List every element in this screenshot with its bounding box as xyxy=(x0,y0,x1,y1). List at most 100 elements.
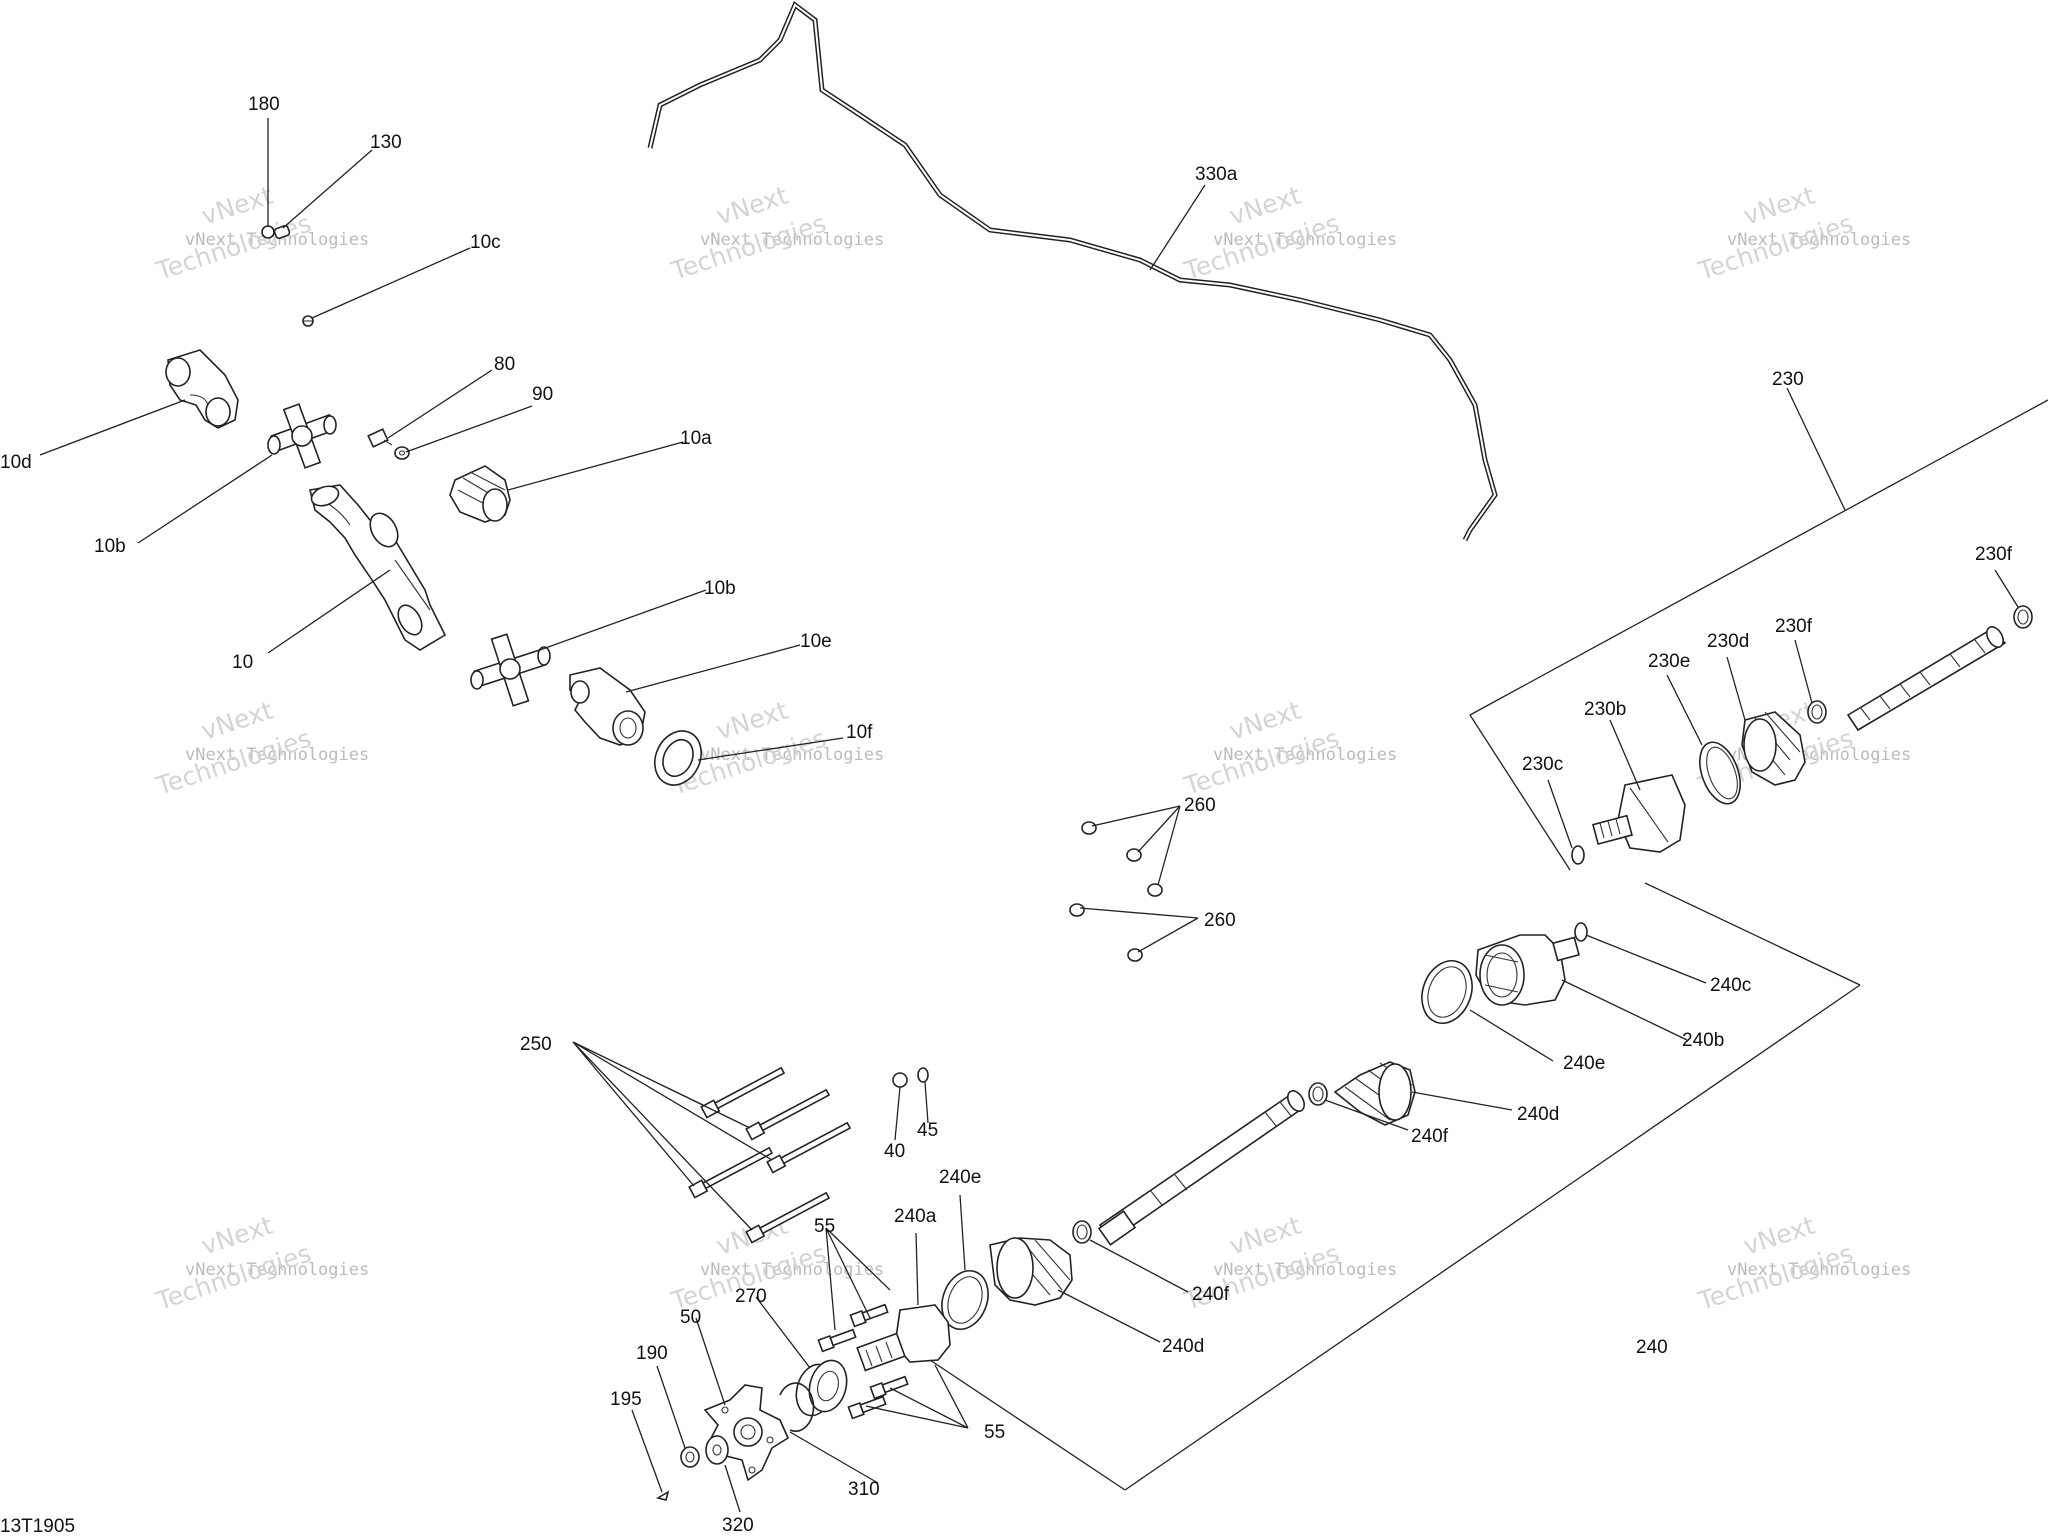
callout-240c: 240c xyxy=(1710,975,1751,996)
boot-230d xyxy=(1741,711,1806,786)
callout-230: 230 xyxy=(1772,369,1804,390)
washer-320 xyxy=(705,1435,729,1465)
axle-assembly-240 xyxy=(856,882,1861,1491)
svg-text:vNext Technologies: vNext Technologies xyxy=(185,745,369,765)
cv-joint-240b xyxy=(1475,934,1580,1006)
clip-240c xyxy=(1574,922,1588,942)
callout-320: 320 xyxy=(722,1515,754,1536)
callout-270: 270 xyxy=(735,1286,767,1307)
callout-240b: 240b xyxy=(1682,1030,1724,1051)
shaft-230 xyxy=(1846,626,2007,732)
bolts-250 xyxy=(688,1066,852,1244)
yoke-10e xyxy=(569,667,646,746)
nut-40 xyxy=(892,1072,908,1088)
clip-230f-right xyxy=(2013,605,2033,629)
svg-text:vNext Technologies: vNext Technologies xyxy=(700,230,884,250)
band-240e-right xyxy=(1421,960,1473,1024)
callout-240a: 240a xyxy=(894,1206,937,1227)
callout-195: 195 xyxy=(610,1389,642,1410)
driveshaft-10 xyxy=(309,484,447,651)
callout-10f: 10f xyxy=(846,722,873,743)
callout-240e-left: 240e xyxy=(939,1167,981,1188)
callout-10a: 10a xyxy=(680,428,712,449)
boot-240d-right xyxy=(1333,1061,1416,1126)
watermark-9: vNext vNext Technologies Technologies xyxy=(152,1210,369,1316)
callout-240d-left: 240d xyxy=(1162,1336,1204,1357)
washer-45 xyxy=(917,1067,929,1083)
driveshaft-assembly xyxy=(165,224,702,786)
callout-230f-right: 230f xyxy=(1975,544,2013,565)
clip-230c xyxy=(1571,845,1585,865)
callout-230f-mid: 230f xyxy=(1775,616,1813,637)
svg-text:vNext Technologies: vNext Technologies xyxy=(1727,1260,1911,1280)
leader-lines xyxy=(39,118,2019,1513)
callout-230d: 230d xyxy=(1707,631,1749,652)
callout-10c: 10c xyxy=(470,232,501,253)
ujoint-10b-top xyxy=(267,403,337,469)
watermark-1: vNext vNext Technologies Technologies xyxy=(152,180,369,286)
callout-260-bot: 260 xyxy=(1204,910,1236,931)
callout-45: 45 xyxy=(917,1120,938,1141)
bolts-55 xyxy=(817,1303,909,1420)
boot-240d-left xyxy=(989,1237,1073,1306)
clip-240f-left xyxy=(1072,1220,1092,1244)
callout-90: 90 xyxy=(532,384,553,405)
hub-50 xyxy=(703,1384,790,1482)
callout-labels: 180 130 10c 80 90 10a 10d 10b 10 10b 10e… xyxy=(0,94,2013,1536)
bearing-270 xyxy=(795,1359,848,1417)
grease-fitting-10c xyxy=(302,315,314,327)
band-240e-left xyxy=(941,1270,989,1330)
yoke-10d xyxy=(165,349,239,429)
circlip-310 xyxy=(779,1382,815,1432)
watermark-2: vNext vNext Technologies Technologies xyxy=(667,180,884,286)
callout-240e-right: 240e xyxy=(1563,1053,1605,1074)
callout-55-top: 55 xyxy=(814,1216,835,1237)
watermarks: vNext vNext Technologies Technologies vN… xyxy=(152,180,1911,1316)
callout-230c: 230c xyxy=(1522,754,1563,775)
axle-assembly-230 xyxy=(1469,399,2048,871)
brake-line-330a xyxy=(647,1,1498,542)
washer-90 xyxy=(394,446,410,460)
watermark-7: vNext vNext Technologies Technologies xyxy=(1180,695,1397,801)
callout-240f-right: 240f xyxy=(1411,1126,1449,1147)
callout-330a: 330a xyxy=(1195,164,1238,185)
callout-230b: 230b xyxy=(1584,699,1626,720)
watermark-3: vNext vNext Technologies Technologies xyxy=(1180,180,1397,286)
svg-text:vNext Technologies: vNext Technologies xyxy=(700,1260,884,1280)
nut-190 xyxy=(680,1446,700,1468)
callout-55-bot: 55 xyxy=(984,1422,1005,1443)
cv-joint-240a xyxy=(856,1304,951,1372)
callout-190: 190 xyxy=(636,1343,668,1364)
callout-10e: 10e xyxy=(800,631,832,652)
boot-10a xyxy=(449,465,511,523)
callout-10b-mid: 10b xyxy=(704,578,736,599)
callout-240d-right: 240d xyxy=(1517,1104,1559,1125)
svg-text:vNext Technologies: vNext Technologies xyxy=(700,745,884,765)
svg-text:vNext Technologies: vNext Technologies xyxy=(1213,230,1397,250)
ujoint-10b-mid xyxy=(470,633,551,707)
svg-text:vNext Technologies: vNext Technologies xyxy=(1727,230,1911,250)
svg-text:vNext Technologies: vNext Technologies xyxy=(1213,1260,1397,1280)
callout-10d: 10d xyxy=(0,452,32,473)
callout-260-top: 260 xyxy=(1184,795,1216,816)
callout-130: 130 xyxy=(370,132,402,153)
callout-80: 80 xyxy=(494,354,515,375)
callout-310: 310 xyxy=(848,1479,880,1500)
callout-50: 50 xyxy=(680,1307,701,1328)
seal-10f xyxy=(654,730,702,786)
shaft-240 xyxy=(1097,1090,1305,1246)
clip-240f-right xyxy=(1308,1082,1328,1106)
cotter-pin-195 xyxy=(655,1490,670,1501)
svg-text:vNext Technologies: vNext Technologies xyxy=(185,1260,369,1280)
band-230e xyxy=(1699,741,1741,805)
clip-230f-mid xyxy=(1807,700,1827,724)
bolt-80 xyxy=(367,428,393,448)
callout-40: 40 xyxy=(884,1141,905,1162)
callout-180: 180 xyxy=(248,94,280,115)
callout-230e: 230e xyxy=(1648,651,1690,672)
watermark-5: vNext vNext Technologies Technologies xyxy=(152,695,369,801)
svg-text:vNext Technologies: vNext Technologies xyxy=(185,230,369,250)
cv-joint-230b xyxy=(1592,774,1686,853)
callout-240f-left: 240f xyxy=(1192,1284,1230,1305)
